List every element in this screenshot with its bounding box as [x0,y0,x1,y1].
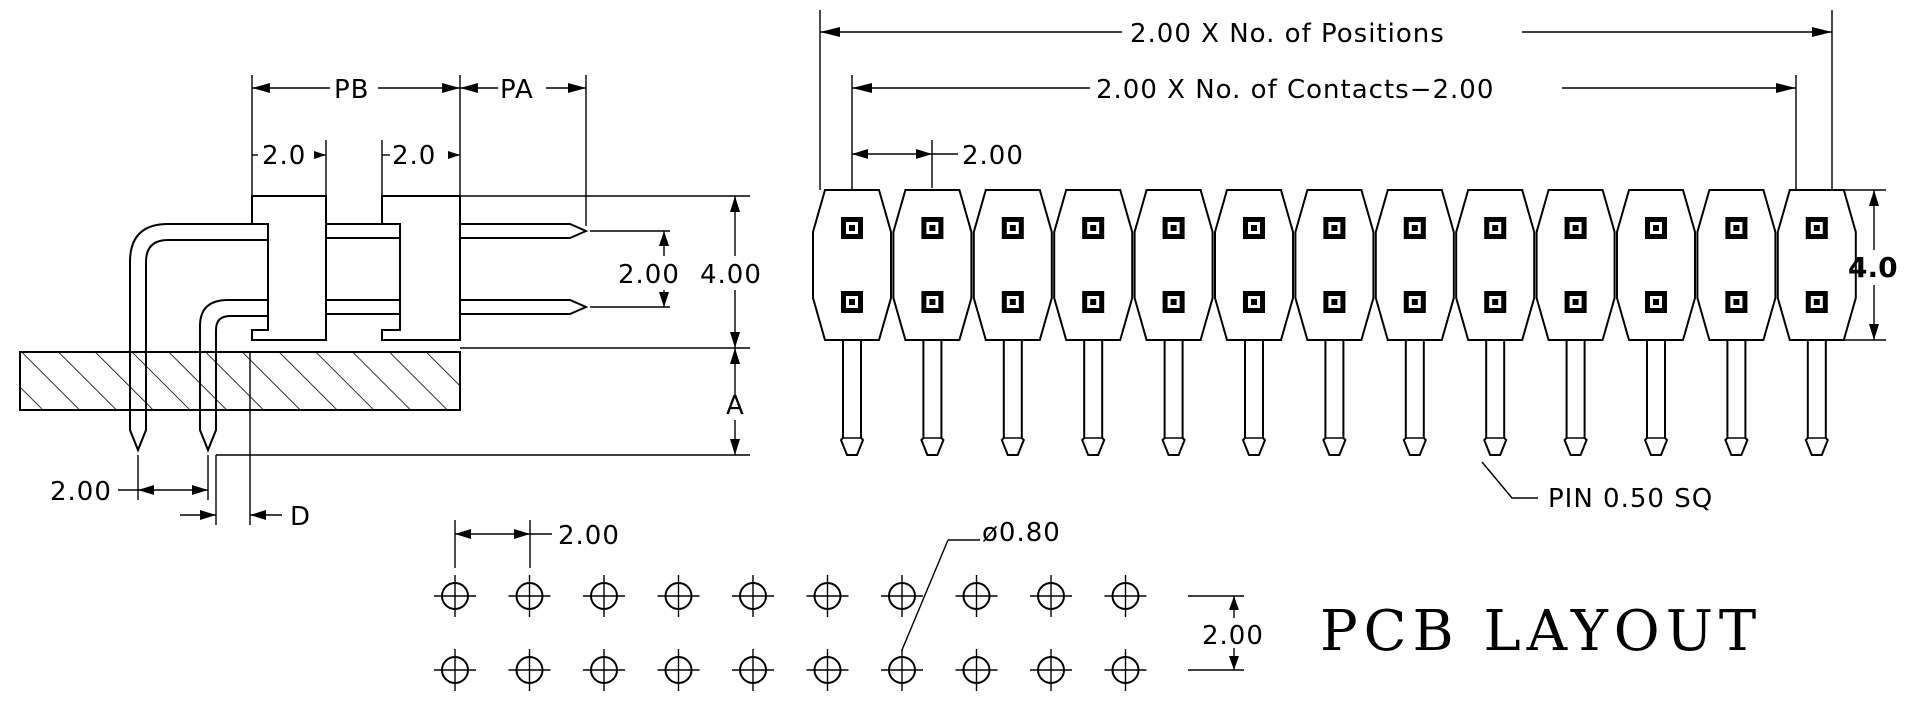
dim-a: A [726,391,745,421]
pcb-dim-hole: ø0.80 [982,518,1061,548]
pin-lower-straight [460,299,589,315]
pcb-hole [955,575,998,617]
pin-tail [1724,340,1749,456]
housing-segment [1133,189,1214,456]
dim-pa: PA [500,75,534,105]
dim-2-00-bottom: 2.00 [50,477,112,507]
pcb-hole [1104,649,1147,691]
pcb-layout: 2.00 ø0.80 2.00 PCB LAYOUT [434,518,1762,691]
housing-outline [812,189,892,341]
dim-d: D [290,502,311,532]
pcb-layout-title: PCB LAYOUT [1320,599,1762,664]
pin-tail [1563,340,1588,456]
housing-segment [892,189,973,456]
dim-contacts: 2.00 X No. of Contacts−2.00 [1096,75,1494,105]
dim-4-00: 4.00 [700,260,762,290]
housing-outline [1616,189,1696,341]
housing-segment [1776,189,1857,456]
pcb-hole [508,649,551,691]
housing-segment [1616,189,1696,456]
pcb-hole [434,649,476,691]
dim-pb: PB [334,75,370,105]
pcb-hole [434,575,476,617]
pin-tail [1161,340,1186,456]
housing-outline [1214,189,1294,341]
pin-tail [839,340,865,456]
dim-2-00-row: 2.00 [618,260,680,290]
housing-outline [1455,189,1536,341]
pcb-hole [508,575,551,617]
pcb-hole [806,649,849,691]
housing-segment [1053,189,1134,456]
housing-segment [1294,189,1375,456]
pcb-hole [583,649,625,691]
housing-outline [1535,189,1616,341]
dim-pitch-front: 2.00 [962,141,1024,171]
pcb-hole [732,649,774,691]
housing-outline [892,189,973,341]
pin-tail [1241,340,1267,456]
pcb-hole [955,649,998,691]
pcb-hole [881,649,923,691]
housing-segment [1696,189,1777,456]
pin-inner-bent [199,299,268,453]
housing-outline [1294,189,1375,341]
pcb-dim-pitch: 2.00 [558,521,620,551]
pcb-hole [1104,575,1147,617]
housing-segment [972,189,1053,456]
pcb-board [19,351,461,411]
front-view: 2.00 X No. of Positions 2.00 X No. of Co… [812,10,1898,514]
pin-tail [920,340,945,456]
housing-segment [1374,189,1455,456]
pcb-hole [732,575,774,617]
pcb-hole [657,649,700,691]
housing-outline [1053,189,1134,341]
pcb-hole [1030,649,1072,691]
pin-tail [1643,340,1669,456]
pin-tail [1402,340,1427,456]
pin-tail [1081,340,1106,456]
pin-tail [1000,340,1025,456]
pcb-dim-row: 2.00 [1202,621,1264,651]
housing-outline [972,189,1053,341]
dim-2-0-right: 2.0 [392,141,436,171]
pin-outer-bent [129,223,268,453]
dim-positions: 2.00 X No. of Positions [1130,19,1445,49]
pcb-hole [1030,575,1072,617]
housing-segment [1214,189,1294,456]
pin-tail [1483,340,1508,456]
dim-2-0-left: 2.0 [262,141,306,171]
pin-tail [1804,340,1829,456]
pcb-hole [583,575,625,617]
side-view: PB PA 2.0 2.0 2.00 4.00 A [19,75,762,532]
housing-segment [1535,189,1616,456]
pcb-hole [657,575,700,617]
pin-upper-straight [460,223,589,239]
housing-left [251,195,327,341]
housing-outline [1374,189,1455,341]
housing-outline [1696,189,1777,341]
housing-outline [1133,189,1214,341]
housing-segment [1455,189,1536,456]
housing-segment [812,189,892,456]
pin-note: PIN 0.50 SQ [1548,484,1713,514]
housing-right [381,195,461,341]
pcb-hole [881,575,923,617]
housing-outline [1776,189,1857,341]
pin-tail [1322,340,1347,456]
pcb-hole [806,575,849,617]
